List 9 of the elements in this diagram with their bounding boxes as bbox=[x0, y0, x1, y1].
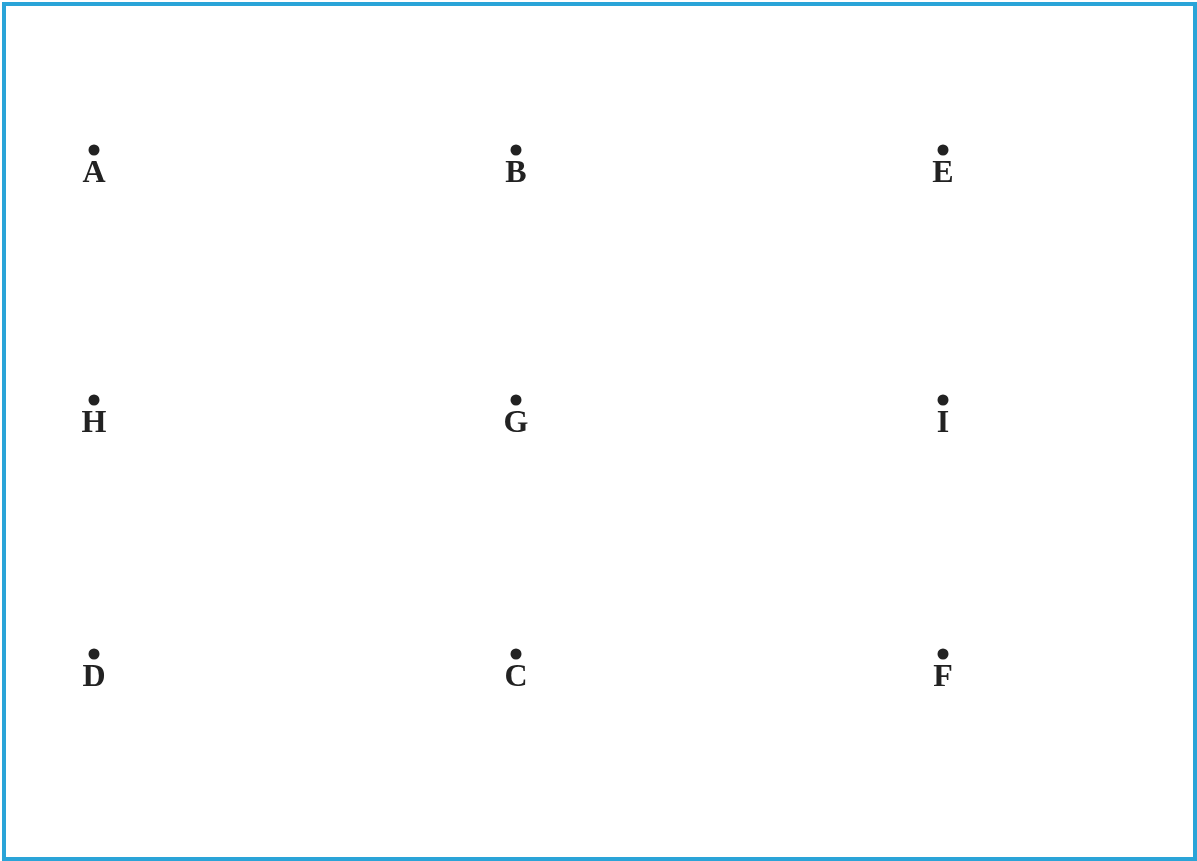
point-label: A bbox=[82, 156, 106, 186]
point-label: F bbox=[933, 660, 953, 690]
point-label: I bbox=[936, 406, 950, 436]
point-label: G bbox=[503, 406, 529, 436]
point-label: D bbox=[82, 660, 106, 690]
point-label: C bbox=[504, 660, 528, 690]
point-label: B bbox=[505, 156, 527, 186]
point-label: H bbox=[81, 406, 107, 436]
point-label: E bbox=[932, 156, 954, 186]
